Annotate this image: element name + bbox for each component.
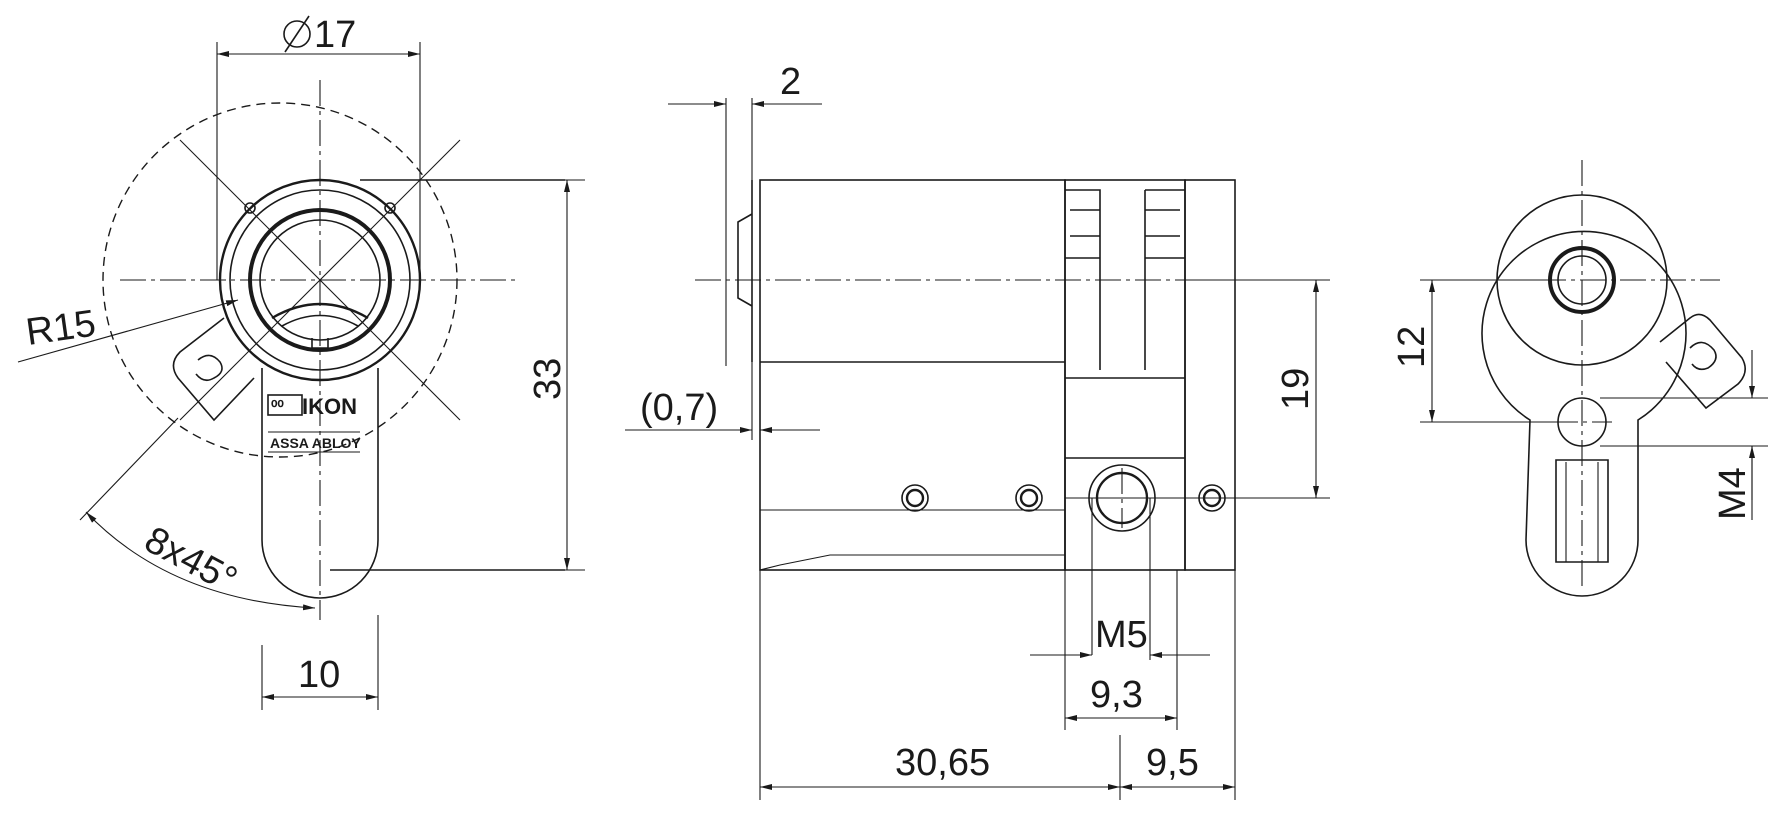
- side-view: 2 (0,7) 19 M5: [625, 61, 1330, 800]
- side-end-cap: [1184, 179, 1236, 571]
- dim-length-end: 9,5: [1120, 742, 1235, 790]
- dim-width-93: 9,3: [1064, 570, 1178, 730]
- dim-gap-top: 2: [668, 61, 822, 366]
- dim-height-33: 33: [527, 179, 585, 571]
- housing-inner-3: [259, 219, 381, 341]
- dim-thread-m5: M5: [1030, 458, 1210, 660]
- dim-width-10: 10: [261, 615, 379, 710]
- dim-height-12-label: 12: [1391, 326, 1433, 368]
- dim-radius: R15: [17, 299, 239, 363]
- keyway-slot: [311, 338, 329, 349]
- dim-height-19: 19: [1185, 279, 1330, 499]
- side-bottom-taper: [759, 554, 1065, 571]
- dim-gap-side: (0,7): [625, 362, 820, 440]
- diameter-symbol-icon: [283, 15, 311, 53]
- rear-right-ear: [1659, 313, 1746, 410]
- keyway-arc-2: [281, 314, 359, 327]
- dim-length-end-label: 9,5: [1146, 742, 1199, 784]
- housing-inner-1: [229, 189, 411, 371]
- side-screw-2: [1015, 484, 1043, 512]
- front-view: ⁰⁰ IKON ASSA ABLOY 17 R15 3: [17, 14, 585, 710]
- rear-hole-outer: [1548, 246, 1616, 314]
- dim-gap-top-label: 2: [780, 61, 801, 103]
- side-slot-right: [1144, 189, 1185, 370]
- dim-diameter: 17: [216, 14, 421, 280]
- dim-height-33-label: 33: [527, 358, 569, 400]
- dim-radius-label: R15: [23, 303, 98, 354]
- side-left-cap: [737, 180, 753, 362]
- front-dot-left: [244, 202, 256, 214]
- brand-logo: ⁰⁰ IKON ASSA ABLOY: [267, 394, 361, 453]
- keyway-arc: [271, 302, 369, 320]
- dim-gap-side-label: (0,7): [640, 387, 718, 429]
- dim-chamfer-label: 8x45°: [138, 519, 244, 602]
- side-screw-1: [901, 484, 929, 512]
- logo-mark: ⁰⁰: [271, 399, 284, 416]
- dim-height-19-label: 19: [1275, 368, 1317, 410]
- dim-height-12: 12: [1391, 279, 1560, 423]
- dim-width-93-label: 9,3: [1090, 674, 1143, 716]
- dim-thread-m4: M4: [1600, 350, 1768, 520]
- front-dot-right: [384, 202, 396, 214]
- dim-length-main-label: 30,65: [895, 742, 990, 784]
- front-diag-2: [179, 139, 461, 421]
- dim-thread-m5-label: M5: [1095, 614, 1148, 656]
- rear-keyway: [1555, 459, 1609, 563]
- rear-hole-inner: [1557, 255, 1607, 305]
- housing-inner-2: [248, 208, 392, 352]
- dim-thread-m4-label: M4: [1712, 467, 1754, 520]
- side-slot-block: [1064, 179, 1186, 571]
- dim-width-10-label: 10: [298, 654, 340, 696]
- logo-company: ASSA ABLOY: [270, 435, 361, 451]
- dim-length-main: 30,65: [759, 570, 1236, 800]
- logo-brand: IKON: [302, 394, 357, 419]
- dim-diameter-label: 17: [314, 14, 356, 56]
- side-slot-left: [1065, 189, 1101, 370]
- front-left-ear: [172, 317, 255, 422]
- rear-view: 12 M4: [1391, 160, 1768, 597]
- rear-outer-contour: [1481, 230, 1687, 597]
